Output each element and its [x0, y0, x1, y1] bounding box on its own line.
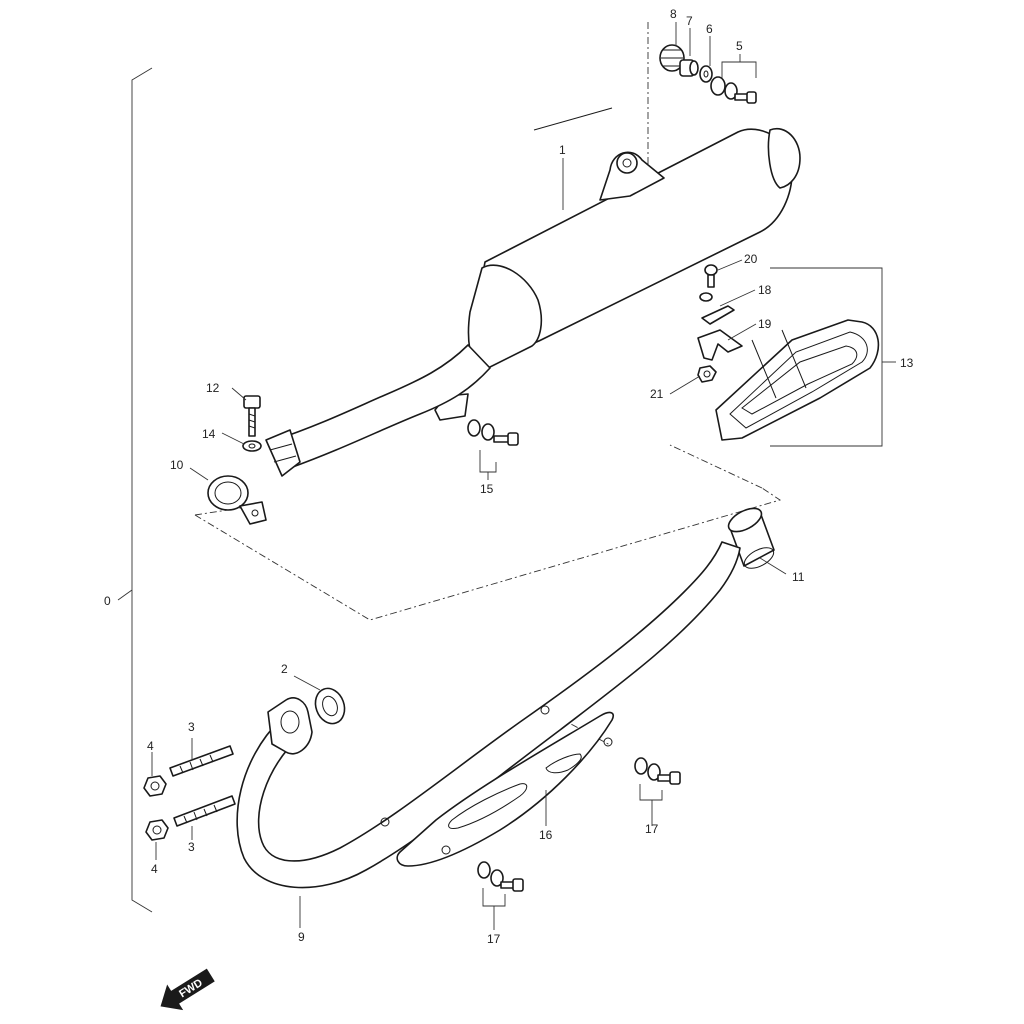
callout-21: 21 — [650, 387, 664, 401]
bolt-kit-17-lower[interactable] — [477, 861, 524, 907]
washer-6[interactable] — [699, 65, 713, 83]
callout-19: 19 — [758, 317, 772, 331]
nut-lower-4[interactable] — [145, 819, 169, 841]
callout-11: 11 — [792, 570, 805, 584]
callout-0: 0 — [104, 594, 111, 608]
callout-17-upper: 17 — [645, 822, 659, 836]
callout-6: 6 — [706, 22, 713, 36]
exhaust-pipe-9[interactable] — [236, 541, 741, 889]
assembly-bracket-0 — [117, 67, 153, 913]
stud-bolt-upper-3[interactable] — [169, 745, 234, 777]
bolt-kit-5[interactable] — [710, 61, 757, 104]
callout-3-upper: 3 — [188, 720, 195, 734]
screw-20[interactable] — [704, 264, 718, 288]
callout-15: 15 — [480, 482, 494, 496]
muffler-heat-shield-13[interactable] — [715, 267, 883, 447]
callout-4-upper: 4 — [147, 739, 154, 753]
nut-21[interactable] — [697, 365, 717, 383]
callout-16: 16 — [539, 828, 553, 842]
washer-18[interactable] — [699, 292, 735, 325]
callout-17-lower: 17 — [487, 932, 501, 946]
washer-14[interactable] — [242, 440, 262, 452]
stud-bolt-lower-3[interactable] — [173, 795, 236, 827]
fwd-direction-arrow: FWD — [160, 968, 215, 1011]
exhaust-heat-shield-16[interactable] — [380, 705, 615, 867]
muffler-inlet-pipe — [265, 344, 491, 477]
nut-upper-4[interactable] — [143, 775, 167, 797]
rubber-mount-8[interactable] — [659, 44, 685, 72]
callout-2: 2 — [281, 662, 288, 676]
callout-20: 20 — [744, 252, 758, 266]
bolt-kit-17-upper[interactable] — [634, 757, 681, 801]
callout-12: 12 — [206, 381, 220, 395]
callout-14: 14 — [202, 427, 216, 441]
callout-5: 5 — [736, 39, 743, 53]
fwd-arrow-icon — [160, 968, 215, 1011]
callout-18: 18 — [758, 283, 772, 297]
callout-10: 10 — [170, 458, 184, 472]
callout-labels: 0 1 2 3 3 4 4 5 6 7 8 9 10 11 12 13 14 1… — [104, 7, 914, 946]
bolt-kit-15[interactable] — [467, 419, 519, 473]
collar-7[interactable] — [679, 59, 699, 77]
callout-13: 13 — [900, 356, 914, 370]
callout-3-lower: 3 — [188, 840, 195, 854]
callout-8: 8 — [670, 7, 677, 21]
pipe-band-11[interactable] — [725, 504, 777, 573]
bracket-19[interactable] — [697, 329, 743, 361]
callout-4-lower: 4 — [151, 862, 158, 876]
bolt-12[interactable] — [243, 395, 261, 437]
callout-1: 1 — [559, 143, 566, 157]
muffler[interactable] — [434, 107, 801, 421]
clamp[interactable] — [207, 475, 267, 525]
exhaust-gasket-2[interactable] — [311, 684, 350, 727]
leader-lines — [151, 22, 896, 930]
callout-7: 7 — [686, 14, 693, 28]
callout-9: 9 — [298, 930, 305, 944]
